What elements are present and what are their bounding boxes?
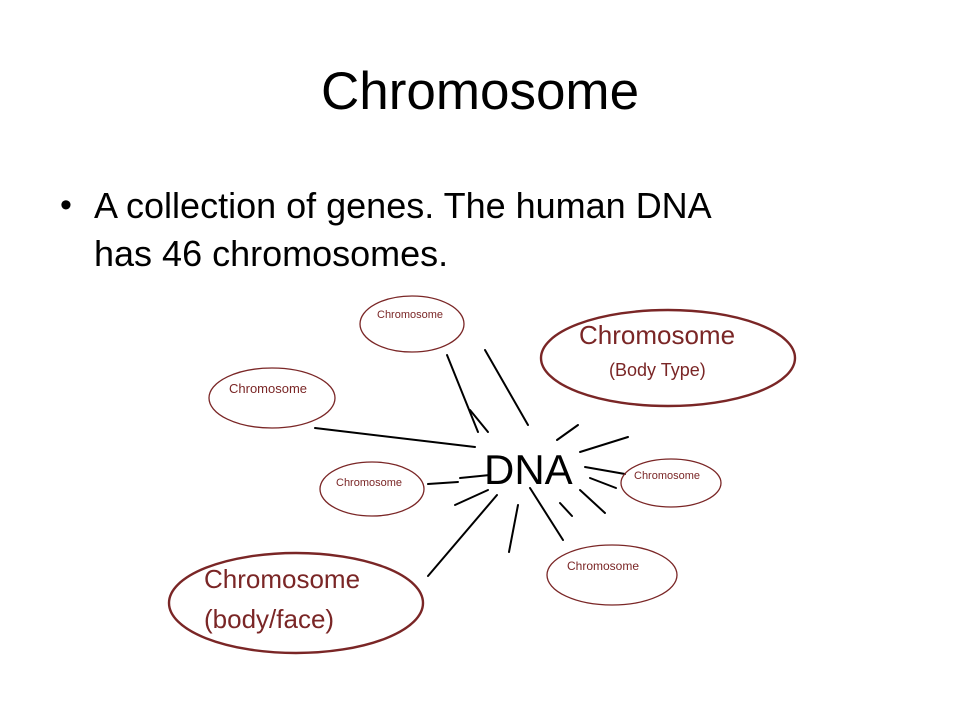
node-ellipse — [620, 458, 722, 508]
node-label: Chromosome — [336, 477, 402, 489]
node-ellipse — [539, 308, 797, 408]
chromosome-node: Chromosome — [359, 295, 465, 353]
ray — [529, 487, 564, 541]
ray — [579, 436, 629, 453]
node-label: Chromosome — [204, 564, 360, 594]
ray — [556, 424, 579, 441]
dna-rays — [314, 349, 629, 577]
chromosome-node-body-face: Chromosome (body/face) — [167, 551, 425, 655]
ray — [427, 481, 459, 485]
bullet-text: A collection of genes. The human DNA has… — [94, 185, 712, 274]
chromosome-node: Chromosome — [620, 458, 722, 508]
ray — [459, 474, 491, 479]
ray — [314, 427, 476, 448]
node-ellipse — [546, 544, 678, 606]
node-sublabel: (body/face) — [204, 604, 334, 634]
slide-title: Chromosome — [320, 62, 640, 121]
node-ellipse — [319, 461, 425, 517]
node-ellipse — [167, 551, 425, 655]
bullet-marker: • — [60, 186, 72, 224]
node-ellipse — [208, 367, 336, 429]
node-label: Chromosome — [567, 559, 639, 573]
node-ellipse — [359, 295, 465, 353]
ray — [584, 466, 626, 475]
node-label: Chromosome — [579, 320, 735, 350]
node-label: Chromosome — [377, 309, 443, 321]
chromosome-node-body-type: Chromosome (Body Type) — [539, 308, 797, 408]
ray — [559, 502, 573, 517]
node-label: Chromosome — [229, 381, 307, 396]
dna-label: DNA — [484, 446, 573, 493]
chromosome-node: Chromosome — [319, 461, 425, 517]
ray — [579, 489, 606, 514]
chromosome-node: Chromosome — [208, 367, 336, 429]
chromosome-node: Chromosome — [546, 544, 678, 606]
ray — [454, 489, 489, 506]
node-sublabel: (Body Type) — [609, 360, 706, 380]
ray — [427, 494, 498, 577]
node-label: Chromosome — [634, 470, 700, 482]
ray — [589, 477, 617, 489]
ray — [484, 349, 529, 426]
ray — [469, 409, 489, 433]
ray — [446, 354, 479, 433]
ray — [508, 504, 519, 553]
